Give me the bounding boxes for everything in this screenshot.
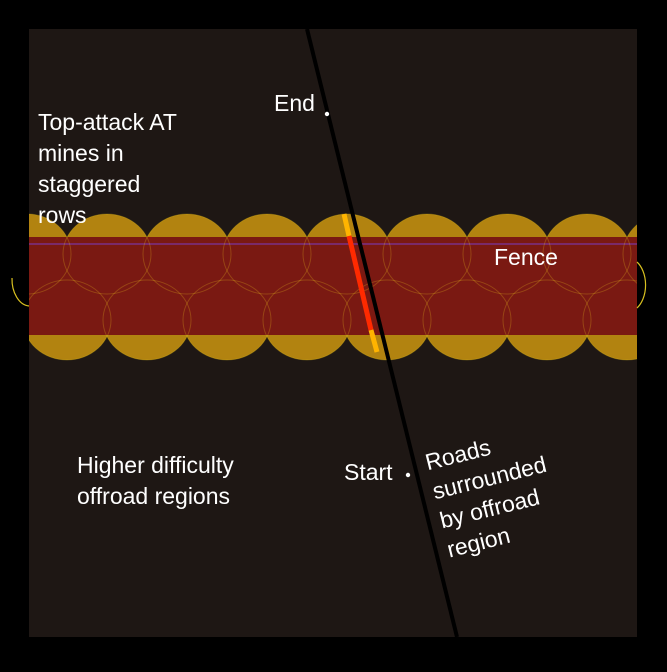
mine-circle-outline	[382, 213, 472, 295]
mine-edge-left	[11, 277, 30, 307]
mines-label: Top-attack AT mines in staggered rows	[38, 109, 177, 228]
mine-zone-band	[29, 237, 637, 335]
end-label: End	[274, 90, 315, 116]
mine-edge-right	[636, 261, 647, 309]
mine-circle-outline	[302, 213, 392, 295]
end-marker-icon	[324, 111, 330, 117]
mine-circle-outline	[142, 213, 232, 295]
start-marker-icon	[405, 472, 411, 478]
mine-circle-outline	[222, 213, 312, 295]
mine-circle-outline	[182, 279, 272, 361]
mine-circle-outline	[422, 279, 512, 361]
road-segment-warm-top	[341, 213, 352, 237]
mine-circle-outline	[29, 279, 112, 361]
offroad-label: Higher difficulty offroad regions	[77, 452, 234, 509]
road-segment-hot	[346, 235, 374, 331]
mine-circle-outline	[582, 279, 637, 361]
mine-circle-outline	[502, 279, 592, 361]
mine-circle-outline	[542, 213, 632, 295]
mine-circle-outline	[622, 224, 637, 284]
mine-rows	[29, 213, 637, 361]
fence-label: Fence	[494, 244, 558, 270]
road	[305, 28, 459, 638]
mine-circle-outline	[62, 213, 152, 295]
start-label: Start	[344, 459, 393, 485]
mine-circle-outline	[102, 279, 192, 361]
mine-circle-outline	[462, 213, 552, 295]
mine-circle-outline	[29, 213, 72, 295]
road-segment-warm-bottom	[368, 329, 380, 353]
road-line	[305, 28, 459, 638]
mine-outlines	[29, 213, 637, 361]
mine-circle-outline	[262, 279, 352, 361]
